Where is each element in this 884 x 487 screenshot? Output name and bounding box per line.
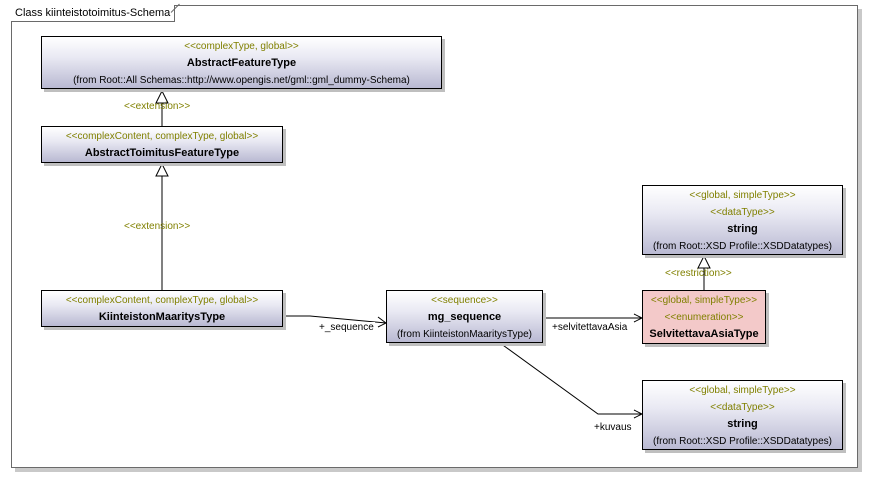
extension-label-2: <<extension>> — [124, 221, 191, 232]
class-name: string — [727, 223, 758, 235]
class-origin: (from Root::XSD Profile::XSDDatatypes) — [653, 436, 832, 447]
stereotype-label: <<enumeration>> — [664, 312, 744, 323]
generalization-arrowhead-2 — [155, 162, 169, 177]
class-string-bottom[interactable]: <<global, simpleType>> <<dataType>> stri… — [642, 380, 843, 450]
stereotype-label: <<complexContent, complexType, global>> — [65, 295, 259, 306]
class-name: SelvitettavaAsiaType — [649, 328, 759, 340]
class-name: AbstractToimitusFeatureType — [84, 147, 240, 159]
stereotype-label: <<global, simpleType>> — [650, 295, 758, 306]
restriction-arrowhead — [697, 254, 711, 269]
class-selvitettava-asia-type[interactable]: <<global, simpleType>> <<enumeration>> S… — [642, 290, 766, 344]
selvitettava-role-label: +selvitettavaAsia — [551, 322, 629, 333]
stereotype-label: <<sequence>> — [431, 295, 498, 306]
class-name: string — [727, 418, 758, 430]
sequence-role-label: +_sequence — [318, 322, 375, 333]
class-name: KiinteistonMaaritysType — [98, 311, 226, 323]
class-name: AbstractFeatureType — [186, 57, 297, 69]
kuvaus-association-line[interactable] — [499, 342, 642, 415]
class-mg-sequence[interactable]: <<sequence>> mg_sequence (from Kiinteist… — [386, 290, 543, 343]
generalization-arrowhead-1 — [155, 89, 169, 104]
stereotype-label: <<dataType>> — [710, 207, 775, 218]
class-abstract-toimitus-feature-type[interactable]: <<complexContent, complexType, global>> … — [41, 126, 283, 163]
class-origin: (from KiinteistonMaaritysType) — [396, 329, 533, 340]
stereotype-label: <<global, simpleType>> — [689, 385, 796, 396]
sequence-association-line[interactable] — [283, 315, 387, 324]
kuvaus-role-label: +kuvaus — [593, 422, 633, 433]
class-kiinteiston-maaritys-type[interactable]: <<complexContent, complexType, global>> … — [41, 290, 283, 327]
extension-label-1: <<extension>> — [124, 101, 191, 112]
class-origin: (from Root::All Schemas::http://www.open… — [73, 75, 410, 86]
stereotype-label: <<complexType, global>> — [184, 41, 299, 52]
stereotype-label: <<dataType>> — [710, 402, 775, 413]
restriction-label: <<restriction>> — [665, 268, 732, 279]
class-string-top[interactable]: <<global, simpleType>> <<dataType>> stri… — [642, 185, 843, 255]
class-abstract-feature-type[interactable]: <<complexType, global>> AbstractFeatureT… — [41, 36, 442, 89]
stereotype-label: <<complexContent, complexType, global>> — [65, 131, 259, 142]
stereotype-label: <<global, simpleType>> — [689, 190, 796, 201]
class-name: mg_sequence — [427, 311, 502, 323]
diagram-title: Class kiinteistotoimitus-Schema — [11, 5, 176, 22]
class-origin: (from Root::XSD Profile::XSDDatatypes) — [653, 241, 832, 252]
